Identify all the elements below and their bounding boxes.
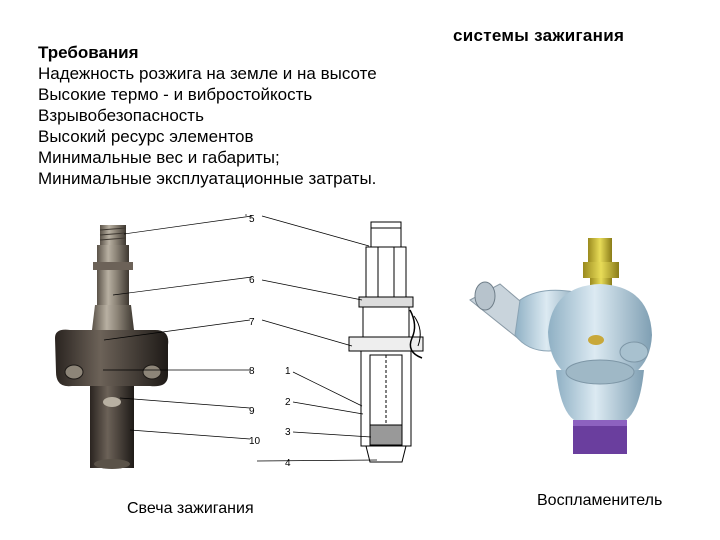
requirement-item: Взрывобезопасность (38, 106, 204, 125)
requirement-item: Высокий ресурс элементов (38, 127, 254, 146)
requirements-heading: Требования (38, 43, 139, 62)
igniter-render (469, 238, 652, 454)
requirement-item: Высокие термо - и вибростойкость (38, 85, 313, 104)
requirement-item: Минимальные вес и габариты; (38, 148, 280, 167)
caption-igniter: Воспламенитель (537, 492, 663, 509)
callout-1: 1 (285, 366, 291, 377)
callout-3: 3 (285, 427, 291, 438)
callout-9: 9 (249, 406, 255, 417)
callout-10: 10 (249, 436, 261, 447)
requirement-item: Минимальные эксплуатационные затраты. (38, 169, 377, 188)
spark-plug-section-drawing (348, 221, 424, 463)
slide-title: системы зажигания (453, 26, 625, 45)
callout-7: 7 (249, 317, 255, 328)
callout-4: 4 (285, 458, 291, 469)
callout-6: 6 (249, 275, 255, 286)
callout-8: 8 (249, 366, 255, 377)
callout-5: 5 (249, 214, 255, 225)
requirements-list: Требования Надежность розжига на земле и… (38, 42, 377, 189)
callout-leaders (103, 214, 378, 462)
spark-plug-photo (55, 225, 169, 469)
caption-spark-plug: Свеча зажигания (127, 500, 254, 517)
callout-2: 2 (285, 397, 291, 408)
requirement-item: Надежность розжига на земле и на высоте (38, 64, 377, 83)
